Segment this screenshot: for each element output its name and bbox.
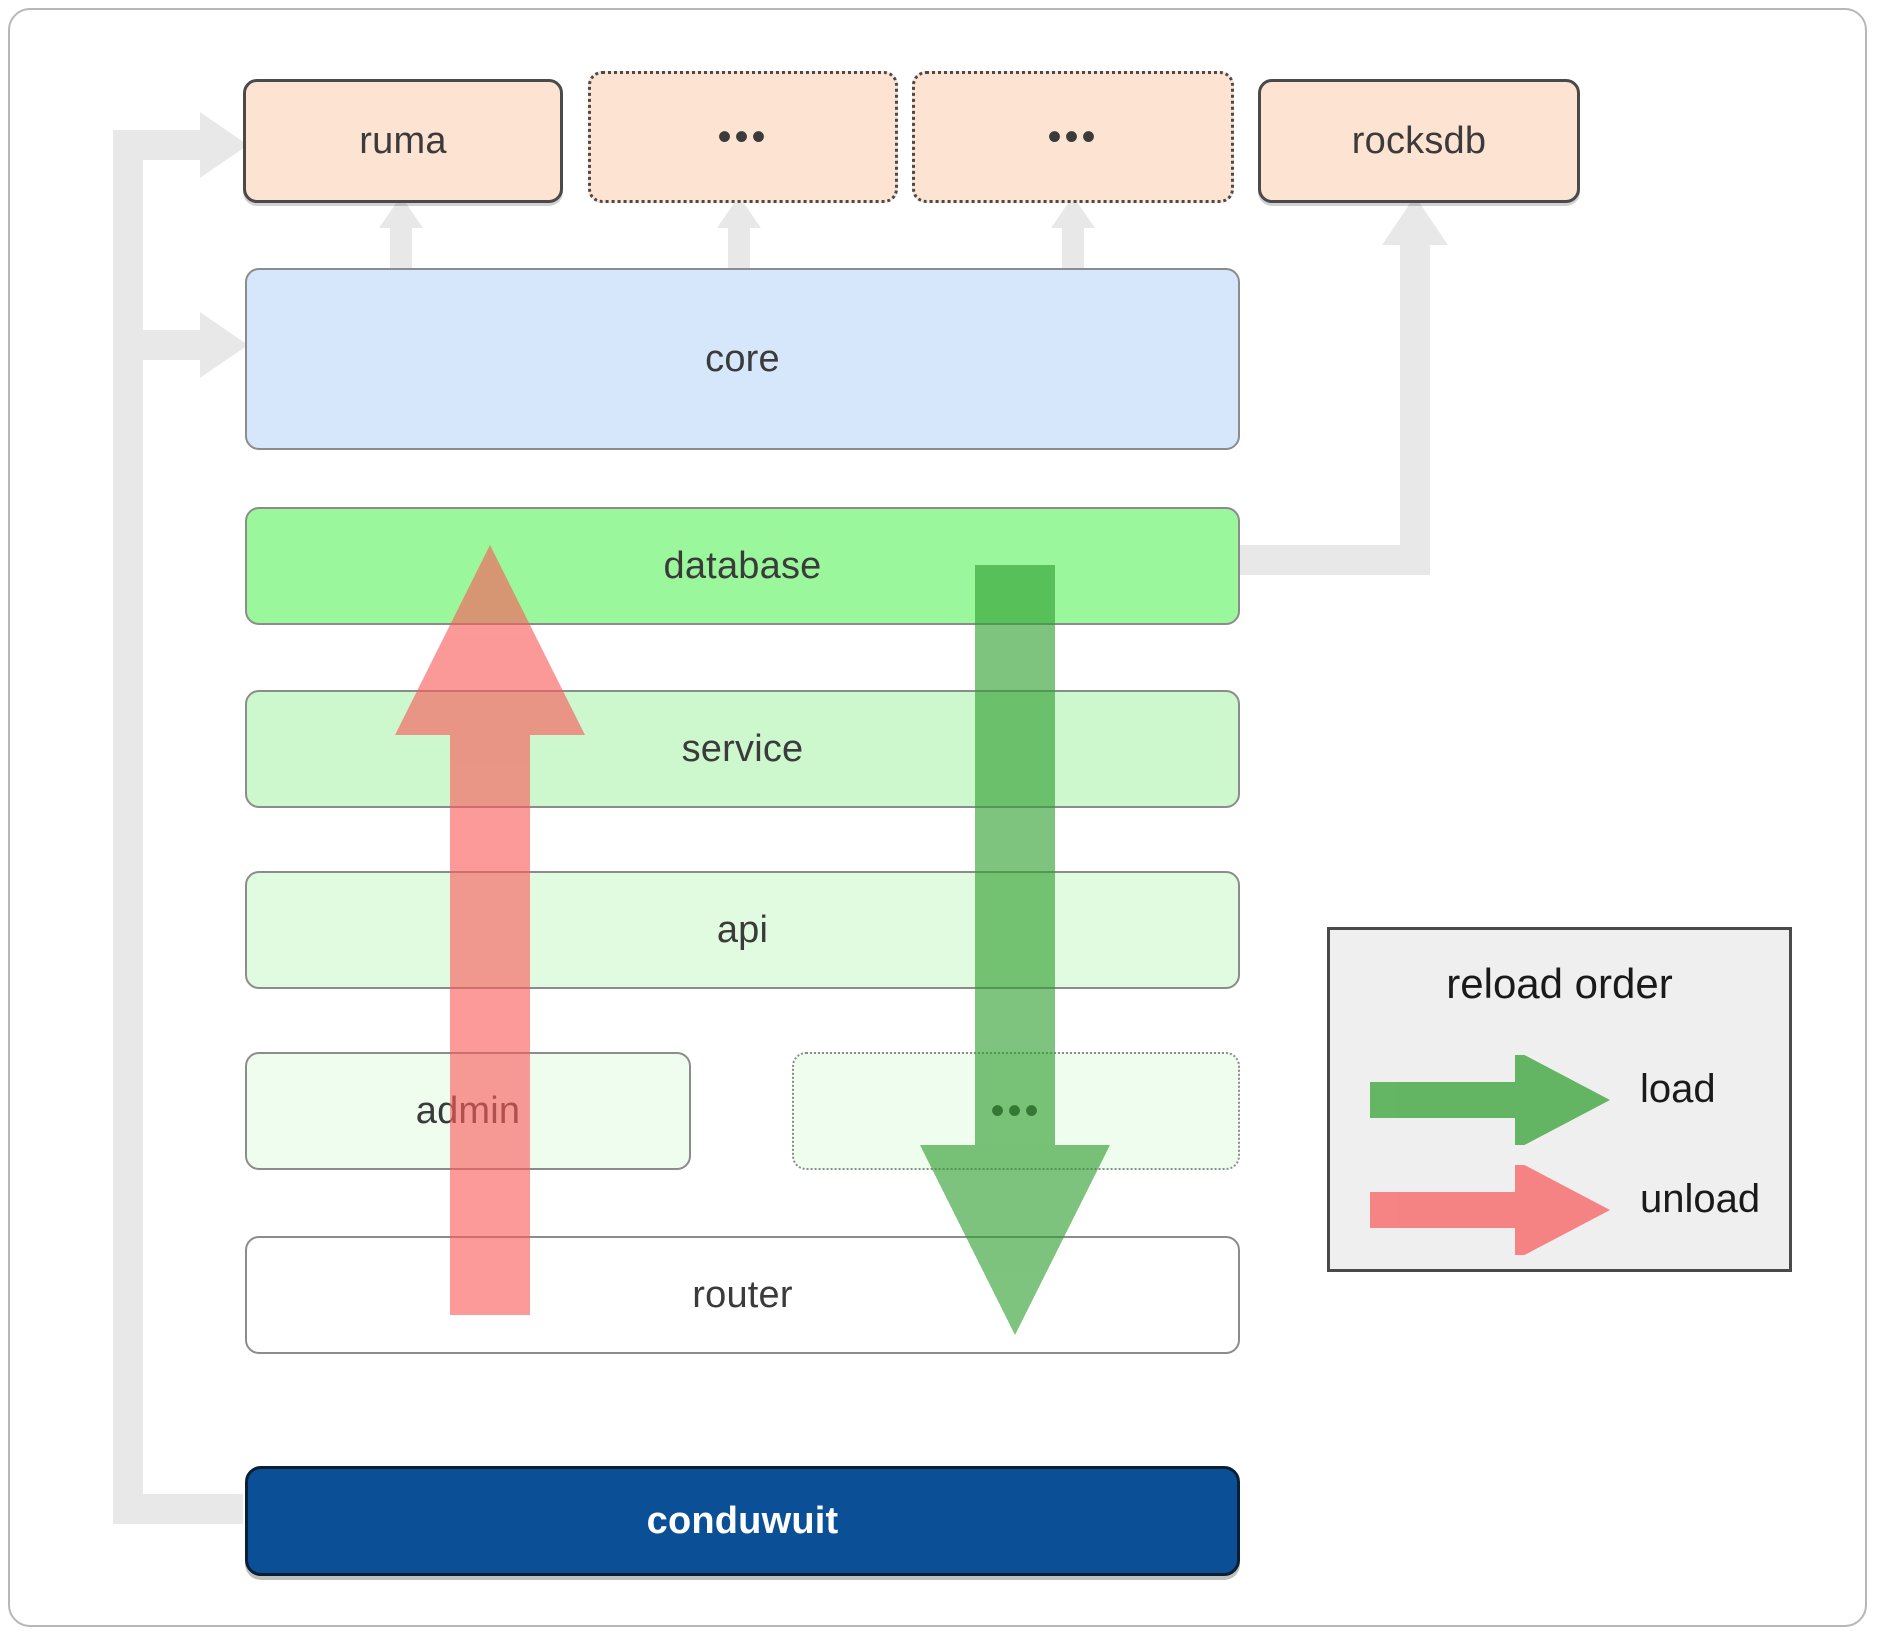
legend-row-load: load [1330,1055,1789,1145]
layer-label: database [663,544,822,587]
layer-label: router [692,1273,793,1316]
layer-box-more[interactable]: ••• [792,1052,1240,1170]
dependency-box-rocksdb[interactable]: rocksdb [1258,79,1580,203]
legend-panel: reload order load unload [1327,927,1792,1272]
dependency-box-more-1[interactable]: ••• [588,71,898,203]
legend-title: reload order [1446,960,1673,1007]
dependency-label: ••• [717,115,769,159]
layer-box-admin[interactable]: admin [245,1052,691,1170]
layer-label: service [681,727,804,770]
dependency-box-ruma[interactable]: ruma [243,79,563,203]
diagram-frame [8,8,1867,1627]
layer-box-database[interactable]: database [245,507,1240,625]
legend-row-unload: unload [1330,1165,1789,1255]
unload-arrow-icon [1370,1165,1610,1255]
root-label: conduwuit [646,1499,839,1542]
layer-label: core [705,337,780,380]
dependency-label: rocksdb [1351,119,1487,162]
layer-label: api [716,908,769,951]
legend-label-load: load [1640,1067,1716,1111]
legend-label-unload: unload [1640,1177,1761,1221]
layer-box-core[interactable]: core [245,268,1240,450]
layer-label: admin [415,1089,521,1132]
root-box-conduwuit[interactable]: conduwuit [245,1466,1240,1576]
layer-box-router[interactable]: router [245,1236,1240,1354]
layer-label: ••• [990,1089,1042,1133]
dependency-label: ruma [359,119,447,162]
dependency-box-more-2[interactable]: ••• [912,71,1234,203]
layer-box-service[interactable]: service [245,690,1240,808]
dependency-label: ••• [1047,115,1099,159]
layer-box-api[interactable]: api [245,871,1240,989]
load-arrow-icon [1370,1055,1610,1145]
